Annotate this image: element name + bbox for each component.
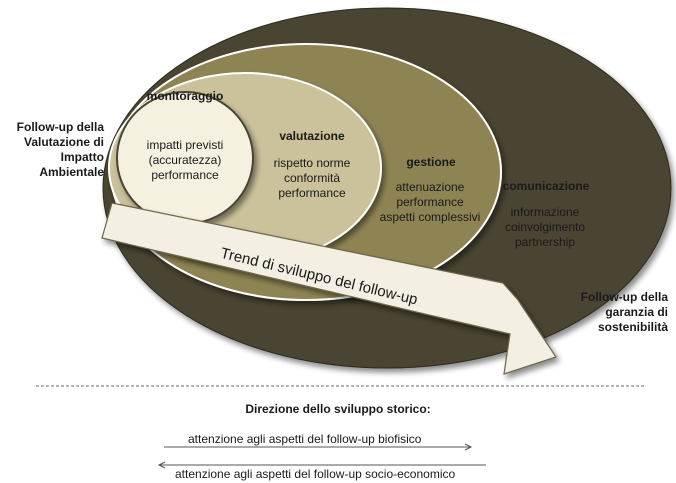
gestione-item: aspetti complessivi bbox=[379, 210, 481, 224]
arrow-left-icon bbox=[157, 461, 486, 469]
comunicazione-item: partnership bbox=[514, 235, 576, 249]
footer-title: Direzione dello sviluppo storico: bbox=[245, 402, 431, 416]
gestione-item: performance bbox=[396, 195, 464, 209]
left-label: Follow-up della Valutazione di Impatto A… bbox=[4, 120, 104, 180]
left-label-line: Valutazione di bbox=[23, 135, 104, 149]
left-label-line: Ambientale bbox=[39, 165, 104, 179]
valutazione-items: rispetto norme conformità performance bbox=[257, 156, 367, 201]
comunicazione-item: informazione bbox=[510, 205, 580, 219]
trend-arrow bbox=[101, 202, 557, 375]
arrow-right-icon bbox=[164, 443, 473, 451]
left-label-line: Follow-up della bbox=[16, 120, 104, 134]
valutazione-item: rispetto norme bbox=[273, 156, 351, 170]
gestione-items: attenuazione performance aspetti comples… bbox=[365, 180, 495, 225]
monitoraggio-title: monitoraggio bbox=[146, 89, 224, 103]
right-label: Follow-up della garanzia di sostenibilit… bbox=[560, 290, 668, 335]
monitoraggio-item: impatti previsti bbox=[146, 138, 224, 152]
comunicazione-title: comunicazione bbox=[502, 179, 590, 193]
valutazione-item: conformità bbox=[283, 171, 341, 185]
right-label-line: garanzia di bbox=[605, 305, 668, 319]
right-label-line: Follow-up della bbox=[580, 290, 668, 304]
valutazione-title: valutazione bbox=[279, 129, 345, 143]
valutazione-item: performance bbox=[278, 186, 346, 200]
monitoraggio-item: (accuratezza) bbox=[148, 153, 222, 167]
monitoraggio-item: performance bbox=[151, 168, 219, 182]
left-label-line: Impatto bbox=[60, 150, 104, 164]
comunicazione-item: coinvolgimento bbox=[504, 220, 586, 234]
right-label-line: sostenibilità bbox=[597, 320, 668, 334]
gestione-item: attenuazione bbox=[395, 180, 465, 194]
gestione-title: gestione bbox=[406, 155, 456, 169]
footer-line-biofisico: attenzione agli aspetti del follow-up bi… bbox=[188, 432, 422, 446]
comunicazione-items: informazione coinvolgimento partnership bbox=[490, 205, 600, 250]
monitoraggio-items: impatti previsti (accuratezza) performan… bbox=[125, 138, 245, 183]
footer-line-socio-economico: attenzione agli aspetti del follow-up so… bbox=[175, 467, 456, 481]
